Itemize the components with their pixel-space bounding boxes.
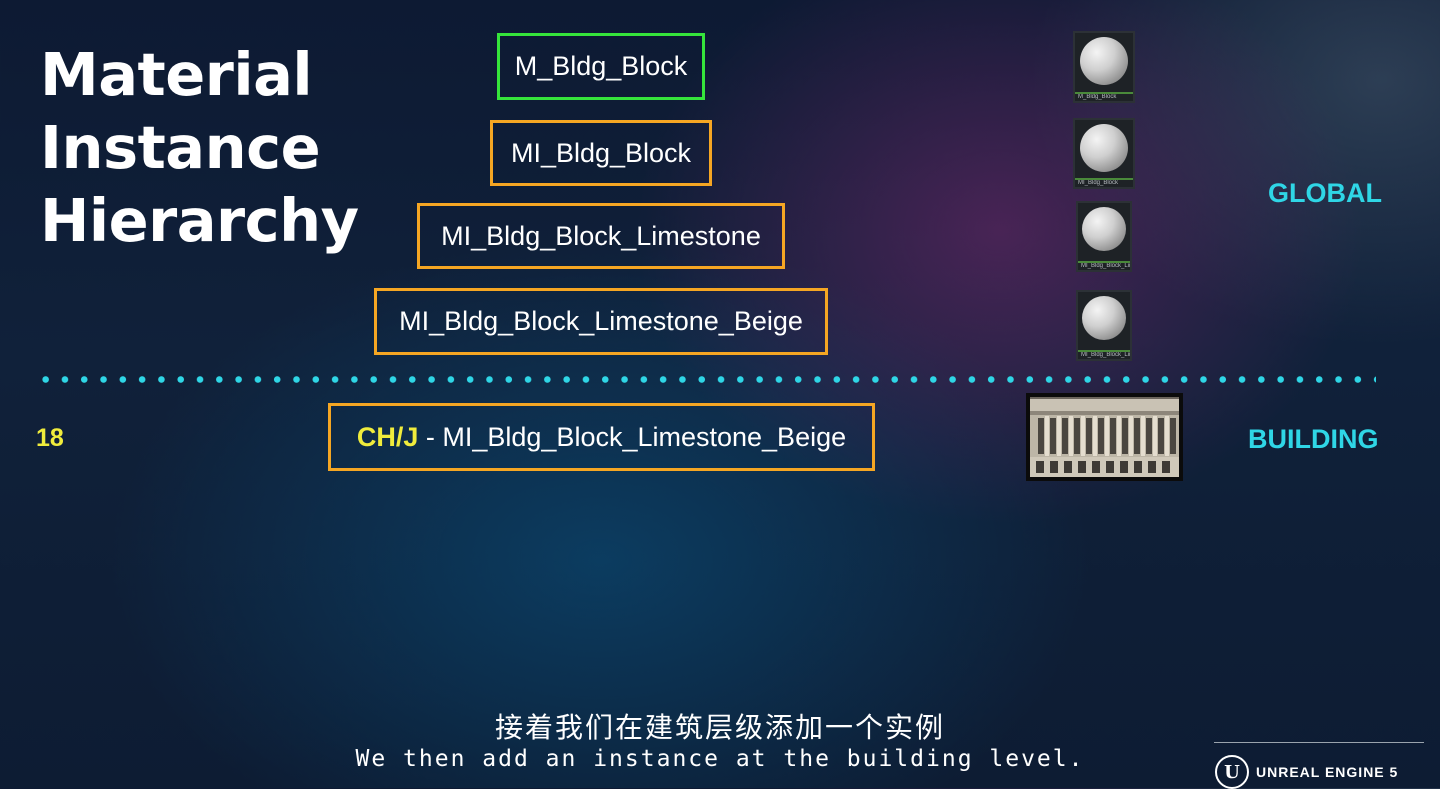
material-thumbnail: M_Bldg_Block: [1073, 31, 1135, 103]
building-facade-image: [1026, 393, 1183, 481]
material-label: MI_Bldg_Block: [510, 137, 692, 168]
thumbnail-label: M_Bldg_Block: [1075, 92, 1133, 101]
material-box-mi-bldg-block-limestone-beige: MI_Bldg_Block_Limestone_Beige: [374, 288, 828, 355]
material-sphere-icon: [1082, 207, 1126, 251]
material-sphere-icon: [1080, 37, 1128, 85]
building-label: BUILDING: [1248, 424, 1379, 454]
level-number: 18: [36, 424, 64, 452]
branding-divider: [1214, 742, 1424, 743]
material-label: M_Bldg_Block: [514, 51, 688, 81]
thumbnail-label: MI_Bldg_Block_Limestone_Beige: [1078, 350, 1130, 359]
material-box-building-instance: CH/J - MI_Bldg_Block_Limestone_Beige: [328, 403, 875, 471]
material-thumbnail: MI_Bldg_Block_Limestone: [1076, 201, 1132, 272]
material-thumbnail: MI_Bldg_Block: [1073, 118, 1135, 189]
thumbnail-label: MI_Bldg_Block_Limestone: [1078, 261, 1130, 270]
material-label: - MI_Bldg_Block_Limestone_Beige: [418, 421, 847, 452]
unreal-logo-icon: U: [1215, 755, 1249, 789]
material-sphere-icon: [1082, 296, 1126, 340]
title-line-3: Hierarchy: [40, 186, 359, 255]
material-box-mi-bldg-block: MI_Bldg_Block: [490, 120, 712, 186]
subtitle-english: We then add an instance at the building …: [355, 746, 1085, 772]
material-box-m-bldg-block: M_Bldg_Block: [497, 33, 705, 100]
unreal-engine-wordmark: UNREAL ENGINE 5: [1256, 764, 1399, 780]
page-title: Material Instance Hierarchy: [40, 38, 359, 257]
thumbnail-label: MI_Bldg_Block: [1075, 178, 1133, 187]
building-code: CH/J: [356, 421, 419, 452]
level-divider: [36, 376, 1376, 383]
material-label: MI_Bldg_Block_Limestone: [441, 220, 761, 251]
material-sphere-icon: [1080, 124, 1128, 172]
material-thumbnail: MI_Bldg_Block_Limestone_Beige: [1076, 290, 1132, 361]
title-line-2: Instance: [40, 113, 321, 182]
subtitle-chinese: 接着我们在建筑层级添加一个实例: [494, 711, 945, 744]
material-label: MI_Bldg_Block_Limestone_Beige: [399, 306, 803, 336]
material-box-mi-bldg-block-limestone: MI_Bldg_Block_Limestone: [417, 203, 785, 269]
title-line-1: Material: [40, 40, 313, 109]
global-label: GLOBAL: [1268, 178, 1382, 208]
